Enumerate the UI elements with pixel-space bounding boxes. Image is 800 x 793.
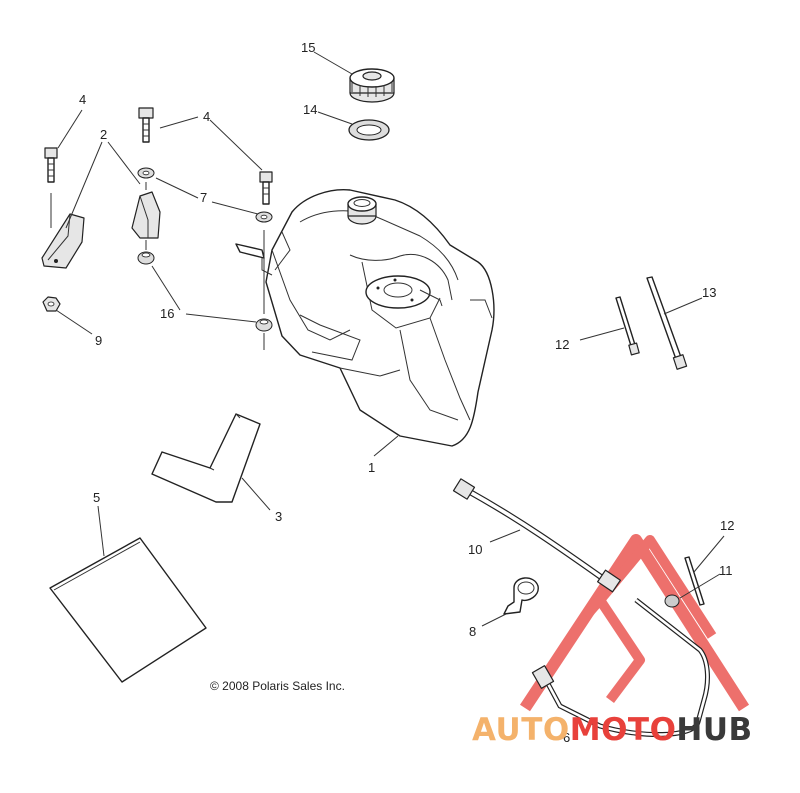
callout-9: 9 — [95, 333, 102, 348]
small-clamp — [664, 594, 680, 608]
label-sheet — [49, 537, 207, 683]
bolt-right — [259, 171, 273, 205]
callout-2: 2 — [100, 127, 107, 142]
bracket-right — [131, 191, 161, 239]
watermark-logo — [519, 534, 750, 712]
washer-right — [255, 211, 273, 223]
strap-long — [646, 276, 688, 370]
watermark-auto: AUTO — [472, 712, 570, 748]
vent-line — [531, 598, 710, 738]
callout-3: 3 — [275, 509, 282, 524]
callout-12-bottom: 12 — [720, 518, 734, 533]
watermark-text: AUTOMOTOHUB — [472, 712, 753, 748]
hose-clamp — [503, 577, 539, 615]
callout-6: 6 — [563, 730, 570, 745]
strap-short — [615, 296, 640, 356]
callout-1: 1 — [368, 460, 375, 475]
callout-5: 5 — [93, 490, 100, 505]
callout-16: 16 — [160, 306, 174, 321]
cap-gasket — [348, 119, 390, 141]
callout-13: 13 — [702, 285, 716, 300]
watermark-moto: MOTO — [570, 712, 677, 748]
nut — [42, 296, 61, 312]
callout-15: 15 — [301, 40, 315, 55]
callout-11: 11 — [719, 563, 733, 578]
fuel-tank — [235, 189, 495, 447]
callout-4-left: 4 — [79, 92, 86, 107]
leader-lines — [55, 51, 725, 627]
callout-14: 14 — [303, 102, 317, 117]
bolt-top — [138, 107, 154, 143]
grommet-right — [255, 318, 273, 332]
washer-left — [137, 167, 155, 179]
callout-7: 7 — [200, 190, 207, 205]
callout-4-right: 4 — [203, 109, 210, 124]
fuel-hose — [452, 478, 621, 593]
callout-12-top: 12 — [555, 337, 569, 352]
bolt-left — [44, 147, 58, 183]
watermark-hub: HUB — [676, 712, 752, 748]
foam-pad — [151, 413, 261, 503]
fuel-cap — [349, 68, 395, 103]
copyright-text: © 2008 Polaris Sales Inc. — [210, 679, 345, 693]
grommet-left — [137, 251, 155, 265]
bracket-left — [41, 213, 85, 269]
callout-10: 10 — [468, 542, 482, 557]
callout-8: 8 — [469, 624, 476, 639]
